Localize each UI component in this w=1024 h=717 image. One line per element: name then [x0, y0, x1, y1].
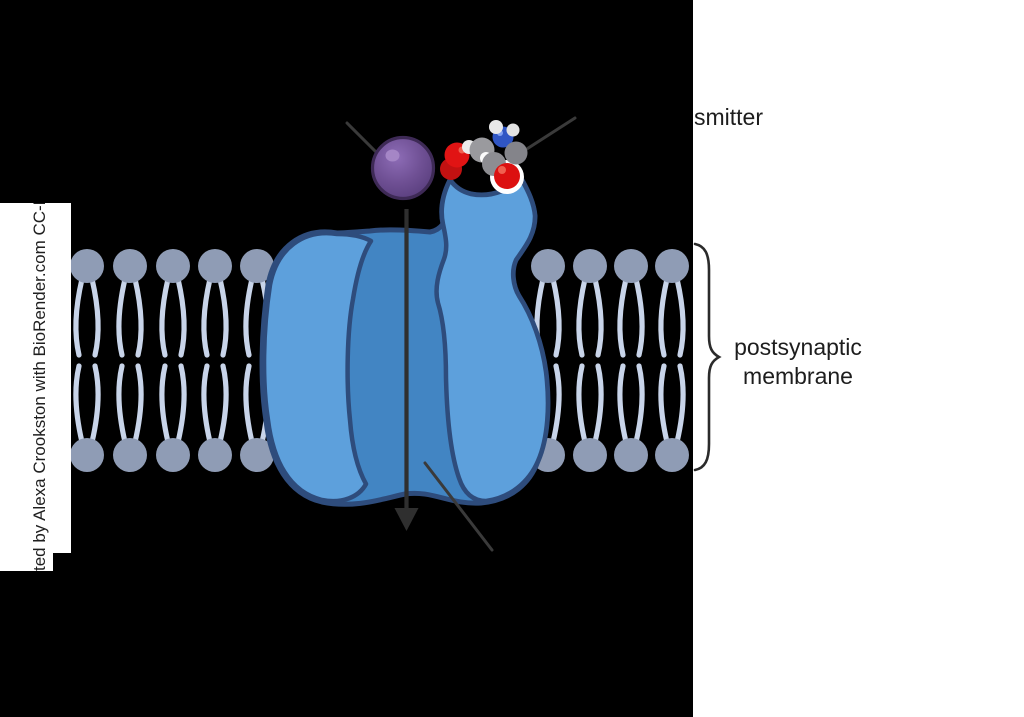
ion-flow-arrow	[394, 209, 419, 531]
lipid-tail	[89, 276, 101, 358]
lipid-tail	[550, 276, 562, 358]
leader-line	[517, 116, 577, 156]
lipid-tail	[175, 276, 187, 358]
lipid-tail	[73, 363, 85, 445]
lipid-tail	[159, 363, 171, 445]
lipid-tail	[617, 363, 629, 445]
lipid-head	[70, 438, 104, 472]
lipid-head	[198, 249, 232, 283]
attribution-strip: ted by Alexa Crookston with BioRender.co…	[0, 203, 71, 571]
lipid-tail	[116, 363, 128, 445]
hydrogen-atom	[489, 120, 503, 134]
membrane-label-line2: membrane	[743, 363, 853, 389]
lipid-head	[156, 249, 190, 283]
lipid-tail	[576, 276, 588, 358]
membrane-brace	[693, 242, 722, 472]
lipid-tail	[592, 276, 604, 358]
lipid-tail	[674, 363, 686, 445]
lipid-head	[113, 249, 147, 283]
hydrogen-atom	[506, 123, 520, 137]
lipid-tail	[201, 363, 213, 445]
lipid-head	[655, 438, 689, 472]
lipid-tail	[217, 363, 229, 445]
attribution-strip-corner-mask	[53, 553, 71, 571]
sphere-body	[370, 135, 436, 201]
curly-brace-glyph	[693, 242, 722, 472]
lipid-head	[70, 249, 104, 283]
lipid-head	[655, 249, 689, 283]
label-panel: smitter postsynaptic membrane	[693, 0, 1024, 717]
lipid-tail	[550, 363, 562, 445]
lipid-head	[156, 438, 190, 472]
lipid-tail	[116, 276, 128, 358]
leader-line	[423, 461, 494, 552]
lipid-tail	[243, 276, 255, 358]
neurotransmitter-molecule	[440, 120, 528, 194]
channel-left-subunit	[261, 230, 374, 504]
lipid-tail	[633, 363, 645, 445]
oxygen-atom	[494, 163, 520, 189]
lipid-head	[240, 249, 274, 283]
lipid-tail	[175, 363, 187, 445]
lipid-tail	[243, 363, 255, 445]
lipid-head	[614, 249, 648, 283]
arrow-head-icon	[394, 508, 419, 531]
attribution-text: ted by Alexa Crookston with BioRender.co…	[30, 203, 49, 571]
lipid-tail	[592, 363, 604, 445]
lipid-tail	[617, 276, 629, 358]
leader-line	[345, 121, 383, 159]
lipid-head	[573, 438, 607, 472]
lipid-head	[614, 438, 648, 472]
neurotransmitter-label: smitter	[694, 104, 763, 130]
carbon-atom	[504, 141, 528, 165]
lipid-head	[113, 438, 147, 472]
oxygen-highlight	[498, 166, 506, 174]
lipid-tail	[217, 276, 229, 358]
lipid-tail	[73, 276, 85, 358]
neurotransmitter-sphere	[370, 135, 436, 201]
sphere-highlight	[385, 149, 400, 162]
lipid-tail	[658, 276, 670, 358]
lipid-head	[573, 249, 607, 283]
lipid-tail	[576, 363, 588, 445]
leader-lines	[345, 116, 577, 552]
lipid-heads	[70, 249, 689, 472]
lipid-tail	[201, 276, 213, 358]
channel-right-subunit	[434, 177, 551, 504]
lipid-tail	[633, 276, 645, 358]
lipid-tail	[132, 276, 144, 358]
lipid-head	[531, 249, 565, 283]
lipid-tail	[159, 276, 171, 358]
lipid-tail	[674, 276, 686, 358]
postsynaptic-membrane-label: postsynaptic membrane	[723, 333, 873, 391]
lipid-head	[198, 438, 232, 472]
lipid-head	[240, 438, 274, 472]
lipid-tail	[89, 363, 101, 445]
lipid-tail	[132, 363, 144, 445]
membrane-label-line1: postsynaptic	[734, 334, 862, 360]
lipid-tail	[658, 363, 670, 445]
